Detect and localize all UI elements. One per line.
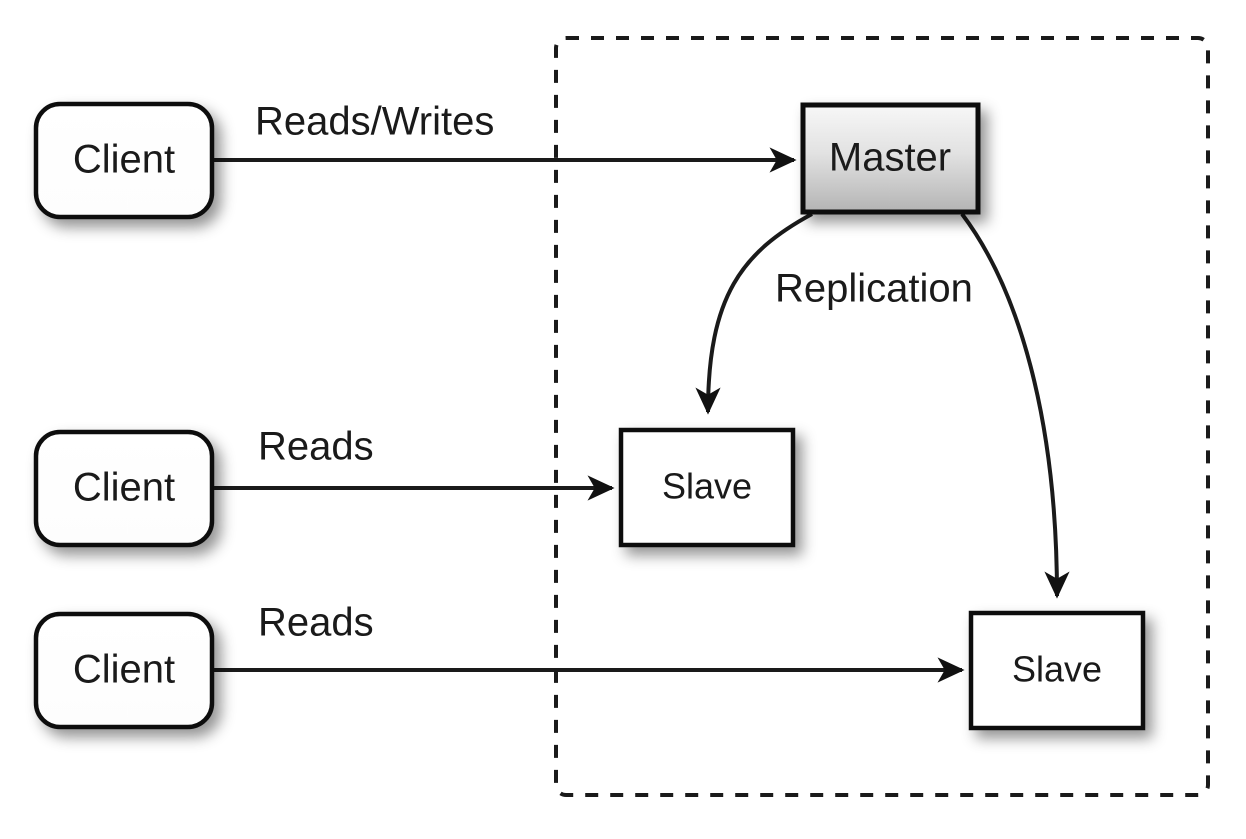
slave-node-1[interactable]: Slave xyxy=(618,427,796,548)
edge-master-slave1-replication xyxy=(695,212,813,415)
client-label: Client xyxy=(73,466,175,510)
slave-label: Slave xyxy=(1012,649,1102,690)
slave-box[interactable] xyxy=(968,610,1146,731)
master-box[interactable] xyxy=(800,102,981,215)
client-node-1[interactable]: Client xyxy=(33,101,215,220)
slave-box[interactable] xyxy=(618,427,796,548)
client-box[interactable] xyxy=(33,101,215,220)
edge-curve xyxy=(695,212,813,415)
edge-master-slave2-replication xyxy=(960,212,1070,599)
edge-label-reads-slave2: Reads xyxy=(258,601,374,645)
client-node-2[interactable]: Client xyxy=(33,429,215,548)
client-box[interactable] xyxy=(33,429,215,548)
slave-node-2[interactable]: Slave xyxy=(968,610,1146,731)
client-label: Client xyxy=(73,648,175,692)
edge-label-reads-slave1: Reads xyxy=(258,425,374,469)
master-label: Master xyxy=(829,136,951,180)
master-node[interactable]: Master xyxy=(800,102,981,215)
client-node-3[interactable]: Client xyxy=(33,611,215,730)
edge-curve xyxy=(960,212,1070,599)
client-box[interactable] xyxy=(33,611,215,730)
edge-label-reads-writes: Reads/Writes xyxy=(255,100,494,144)
edge-label-replication: Replication xyxy=(775,267,973,311)
client-label: Client xyxy=(73,138,175,182)
slave-label: Slave xyxy=(662,466,752,507)
